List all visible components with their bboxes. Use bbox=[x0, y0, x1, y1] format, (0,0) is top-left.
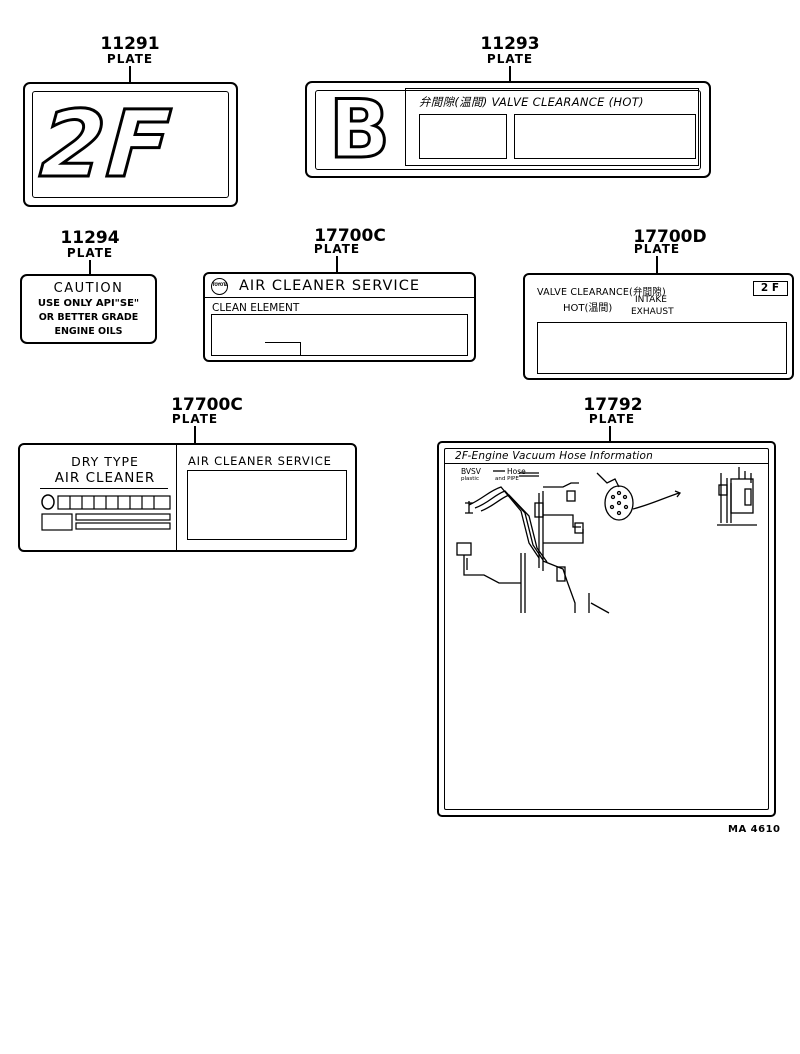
part-number-11294: 11294 bbox=[60, 228, 120, 248]
label-underline bbox=[40, 488, 168, 489]
valve-clearance-header: 弁間隙(温間) VALVE CLEARANCE (HOT) bbox=[419, 95, 644, 109]
exhaust-value-box bbox=[514, 114, 696, 159]
engine-badge-text: 2 F bbox=[760, 282, 780, 294]
part-number-17700c-b: 17700C bbox=[171, 395, 243, 415]
caution-heading: CAUTION bbox=[53, 281, 124, 296]
air-cleaner-label: AIR CLEANER bbox=[54, 470, 156, 486]
vacuum-hose-title: 2F-Engine Vacuum Hose Information bbox=[455, 450, 654, 462]
plate-17700c-b[interactable]: DRY TYPE AIR CLEANER AIR CLEANER SERVICE bbox=[18, 443, 357, 552]
legend-bvsv: BVSV bbox=[461, 467, 481, 476]
hot-label: HOT(温間) bbox=[563, 303, 613, 314]
part-name-11293: PLATE bbox=[486, 52, 534, 66]
intake-label: INTAKE bbox=[635, 295, 667, 305]
plate-17792-inner-border bbox=[444, 448, 769, 810]
leader-17700c-a bbox=[336, 256, 338, 273]
leader-17700c-b bbox=[194, 426, 196, 444]
plate-17700c-a[interactable]: TOYOTA AIR CLEANER SERVICE CLEAN ELEMENT bbox=[203, 272, 476, 362]
part-name-17700d: PLATE bbox=[633, 242, 681, 256]
dry-type-label: DRY TYPE bbox=[71, 454, 139, 469]
filter-element-graphic bbox=[41, 494, 171, 531]
part-name-17700c-a: PLATE bbox=[313, 242, 361, 256]
engine-badge: 2 F bbox=[753, 281, 788, 296]
leader-17792 bbox=[609, 426, 611, 442]
legend-pipe: and PIPE bbox=[495, 476, 519, 482]
part-number-17700c-a: 17700C bbox=[314, 226, 386, 246]
plate-11294[interactable]: CAUTION USE ONLY API"SE" OR BETTER GRADE… bbox=[20, 274, 157, 344]
leader-17700d bbox=[656, 256, 658, 274]
caution-line-1: USE ONLY API"SE" bbox=[37, 298, 140, 309]
legend-plastic: plastic bbox=[461, 476, 479, 482]
clearance-value-box bbox=[537, 322, 787, 374]
air-cleaner-service-label: AIR CLEANER SERVICE bbox=[188, 454, 332, 468]
plate-11291[interactable]: 2F bbox=[23, 82, 238, 207]
plate-11291-inner-border bbox=[32, 91, 229, 198]
letter-b: B bbox=[328, 82, 392, 178]
figure-code: MA 4610 bbox=[728, 824, 781, 835]
plate-11293-inner-border bbox=[315, 90, 701, 170]
plate-17700d[interactable]: VALVE CLEARANCE(弁間隙) 2 F HOT(温間) INTAKE … bbox=[523, 273, 794, 380]
toyota-logo-icon: TOYOTA bbox=[211, 278, 228, 295]
part-name-11291: PLATE bbox=[106, 52, 154, 66]
service-log-box bbox=[187, 470, 347, 540]
caution-line-3: ENGINE OILS bbox=[54, 326, 123, 337]
plate-17792[interactable]: 2F-Engine Vacuum Hose Information BVSV H… bbox=[437, 441, 776, 817]
leader-11294 bbox=[89, 260, 91, 275]
clean-element-label: CLEAN ELEMENT bbox=[212, 302, 300, 314]
plate-11293[interactable]: B 弁間隙(温間) VALVE CLEARANCE (HOT) bbox=[305, 81, 711, 178]
title-divider bbox=[205, 297, 474, 298]
air-cleaner-service-title: AIR CLEANER SERVICE bbox=[239, 278, 420, 294]
plate-17700c-b-divider bbox=[176, 445, 177, 550]
valve-clearance-panel bbox=[405, 88, 699, 166]
part-name-17792: PLATE bbox=[588, 412, 636, 426]
legend-hose: Hose bbox=[507, 467, 526, 476]
title-divider bbox=[444, 463, 769, 464]
part-name-11294: PLATE bbox=[66, 246, 114, 260]
part-number-17700d: 17700D bbox=[633, 227, 707, 247]
intake-value-box bbox=[419, 114, 507, 159]
part-number-11293: 11293 bbox=[480, 34, 540, 54]
part-number-11291: 11291 bbox=[100, 34, 160, 54]
caution-line-2: OR BETTER GRADE bbox=[38, 312, 139, 323]
vacuum-hose-diagram bbox=[456, 467, 757, 614]
service-record-box bbox=[211, 314, 468, 356]
leader-11291 bbox=[129, 66, 131, 83]
exhaust-label: EXHAUST bbox=[631, 307, 674, 317]
leader-11293 bbox=[509, 66, 511, 82]
toyota-logo-text: TOYOTA bbox=[212, 282, 228, 287]
valve-clearance-title: VALVE CLEARANCE(弁間隙) bbox=[537, 287, 666, 298]
service-record-mark bbox=[265, 342, 301, 356]
emblem-2f: 2F bbox=[36, 90, 177, 200]
part-number-17792: 17792 bbox=[583, 395, 643, 415]
part-name-17700c-b: PLATE bbox=[171, 412, 219, 426]
